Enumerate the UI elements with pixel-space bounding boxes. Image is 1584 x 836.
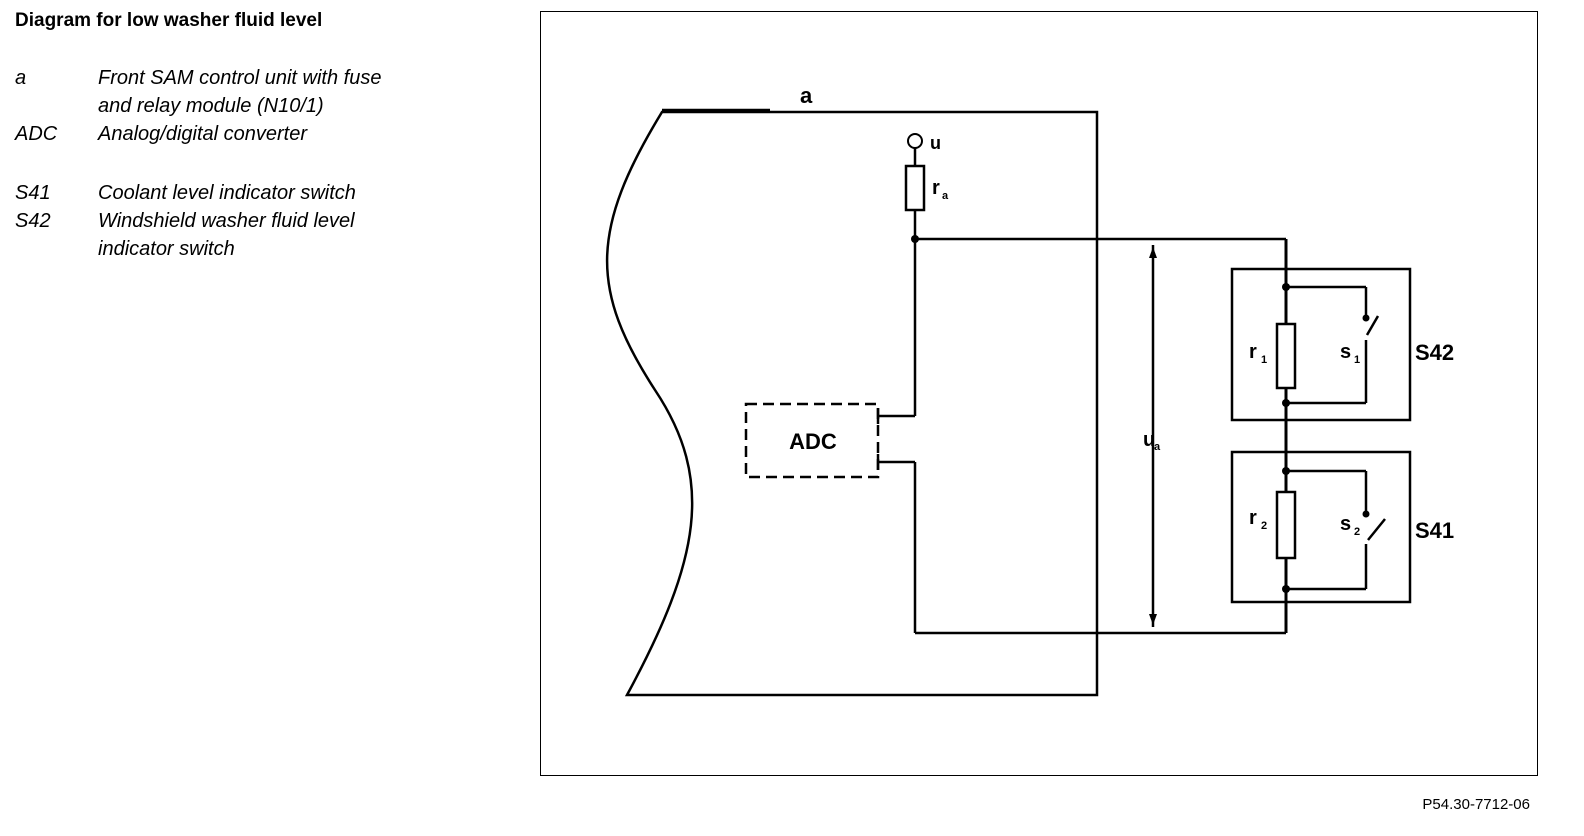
- label-adc: ADC: [789, 429, 837, 454]
- legend-desc: Front SAM control unit with fuse and rel…: [98, 67, 382, 117]
- label-ra: r: [932, 177, 940, 199]
- legend: a Front SAM control unit with fuse and r…: [15, 0, 495, 280]
- label-s2: s: [1340, 513, 1351, 535]
- switch-contact: [1362, 510, 1370, 518]
- legend-key: ADC: [15, 123, 58, 145]
- diagram-title: Diagram for low washer fluid level: [15, 10, 323, 31]
- supply-terminal: [907, 133, 923, 149]
- junction-dot: [1282, 585, 1290, 593]
- label-r2: r: [1249, 507, 1257, 529]
- junction-dot: [911, 235, 919, 243]
- label-r1-sub: 1: [1261, 354, 1267, 366]
- label-r2-sub: 2: [1261, 520, 1267, 532]
- legend-desc: Analog/digital converter: [98, 123, 308, 145]
- figure-frame: [540, 11, 1538, 776]
- switch-box-s41: [1230, 450, 1412, 604]
- label-ua-sub: a: [1154, 441, 1161, 453]
- reference-code: P54.30-7712-06: [1422, 796, 1530, 813]
- junction-dot: [1282, 399, 1290, 407]
- arrowhead-down: [1149, 614, 1157, 625]
- label-s1-sub: 1: [1354, 354, 1360, 366]
- label-r1: r: [1249, 341, 1257, 363]
- arrowhead-up: [1149, 247, 1157, 258]
- switch-s2: [1367, 518, 1386, 541]
- resistor-ra: [904, 164, 926, 212]
- switch-contact: [1362, 314, 1370, 322]
- legend-key: S41: [15, 182, 51, 204]
- switch-s1: [1365, 315, 1380, 336]
- legend-desc: Windshield washer fluid level indicator …: [98, 210, 355, 260]
- label-s1: s: [1340, 341, 1351, 363]
- label-u: u: [930, 133, 941, 153]
- legend-key: a: [15, 67, 27, 89]
- label-s42: S42: [1415, 340, 1454, 365]
- label-ua: u: [1143, 429, 1155, 451]
- resistor-r2: [1275, 490, 1297, 560]
- label-a: a: [800, 83, 813, 108]
- junction-dot: [1282, 467, 1290, 475]
- label-s2-sub: 2: [1354, 526, 1360, 538]
- legend-desc: Coolant level indicator switch: [98, 182, 356, 204]
- label-s41: S41: [1415, 518, 1454, 543]
- label-ra-sub: a: [942, 190, 949, 202]
- control-unit-boundary: [605, 110, 1099, 697]
- switch-box-s42: [1230, 267, 1412, 422]
- junction-dot: [1282, 283, 1290, 291]
- legend-key: S42: [15, 210, 51, 232]
- resistor-r1: [1275, 322, 1297, 390]
